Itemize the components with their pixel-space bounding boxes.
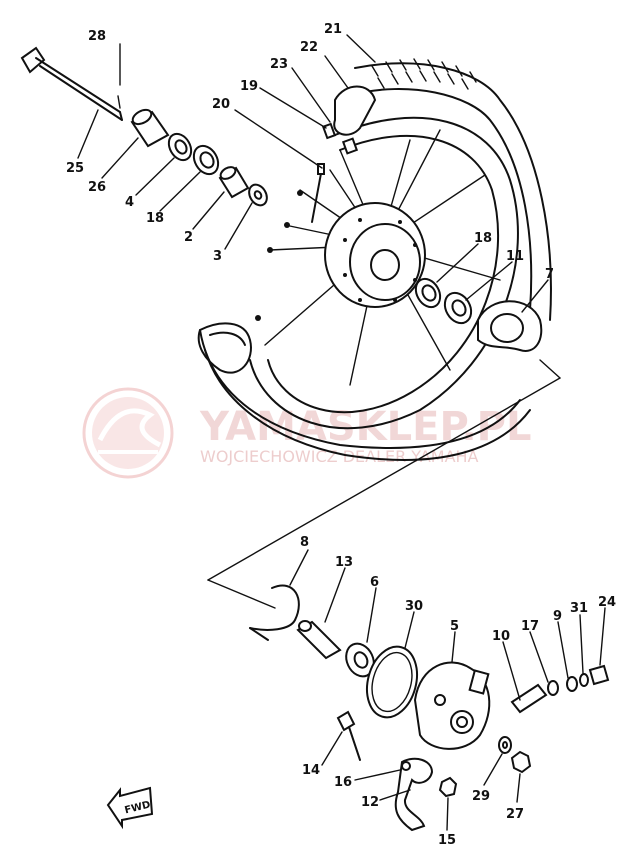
label-26: 26 [88, 180, 106, 195]
label-24: 24 [598, 595, 616, 610]
label-21: 21 [324, 22, 342, 37]
forward-arrow-icon: FWD [106, 786, 154, 830]
label-7: 7 [545, 267, 554, 282]
label-13: 13 [335, 555, 353, 570]
spoke-ends [255, 190, 303, 321]
label-16: 16 [334, 775, 352, 790]
tire [197, 58, 552, 461]
label-31: 31 [570, 601, 588, 616]
label-10: 10 [492, 629, 510, 644]
part-collar [130, 108, 170, 148]
part-axle-nut [510, 750, 532, 774]
label-18-left: 18 [146, 211, 164, 226]
label-9: 9 [553, 609, 562, 624]
part-camshaft [296, 620, 342, 660]
label-19: 19 [240, 79, 258, 94]
part-panel-washer [498, 736, 512, 754]
part-bearing-right [414, 277, 442, 309]
part-bolt [336, 710, 361, 761]
label-20: 20 [212, 97, 230, 112]
part-brake-shoes [477, 300, 543, 352]
label-12: 12 [361, 795, 379, 810]
label-3: 3 [213, 249, 222, 264]
label-25: 25 [66, 161, 84, 176]
label-14: 14 [302, 763, 320, 778]
label-18-right: 18 [474, 231, 492, 246]
part-o-ring [366, 645, 418, 719]
part-spring-clip [249, 584, 300, 641]
label-11: 11 [506, 249, 524, 264]
part-spacer [218, 166, 250, 199]
part-brake-panel [413, 661, 491, 750]
part-cam-lever [394, 757, 434, 832]
part-labels: 28 25 26 4 18 2 3 20 19 23 22 21 18 11 7… [66, 22, 616, 848]
watermark-logo [82, 387, 174, 479]
label-30: 30 [405, 599, 423, 614]
label-22: 22 [300, 40, 318, 55]
label-15: 15 [438, 833, 456, 848]
label-8: 8 [300, 535, 309, 550]
label-5: 5 [450, 619, 459, 634]
label-17: 17 [521, 619, 539, 634]
part-spoke-nipple [311, 163, 325, 223]
part-axle [20, 46, 123, 121]
label-6: 6 [370, 575, 379, 590]
leader-lines [77, 34, 606, 831]
hub [324, 202, 426, 308]
part-lever-nut [438, 776, 458, 798]
label-4: 4 [125, 195, 134, 210]
part-rim-band [333, 85, 377, 136]
assembly-link-lines [207, 359, 561, 609]
part-speedo-gear [510, 664, 610, 714]
watermark-dealer-text: WOJCIECHOWICZ DEALER YAMAHA [200, 447, 479, 466]
part-panel-seal [345, 642, 375, 678]
label-23: 23 [270, 57, 288, 72]
part-washer [248, 183, 268, 207]
part-seal-right [443, 291, 473, 325]
label-27: 27 [506, 807, 524, 822]
label-28: 28 [88, 29, 106, 44]
part-oil-seal [167, 132, 193, 162]
part-bearing-left [192, 144, 220, 176]
label-2: 2 [184, 230, 193, 245]
label-29: 29 [472, 789, 490, 804]
